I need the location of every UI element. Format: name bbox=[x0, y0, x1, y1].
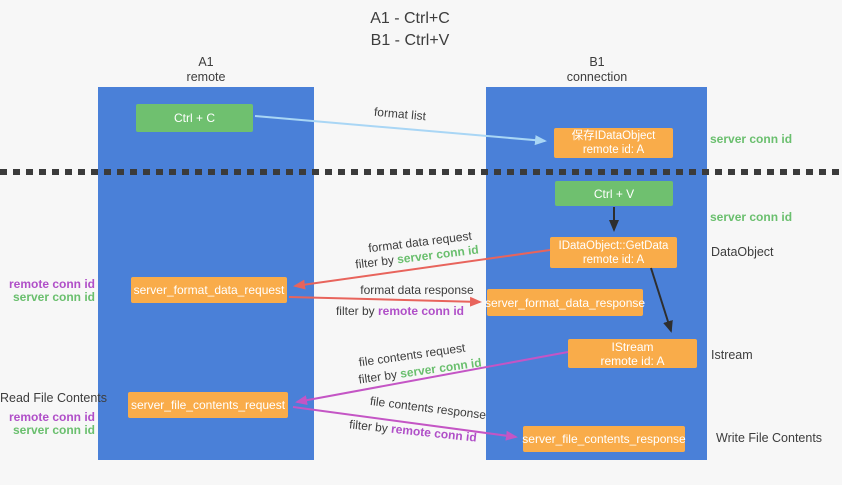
copy-paste-divider-line bbox=[0, 169, 842, 175]
node-server-file-contents-request: server_file_contents_request bbox=[128, 392, 288, 418]
lane-a1-subtitle: remote bbox=[186, 70, 226, 84]
node-save-dataobject: 保存IDataObject remote id: A bbox=[554, 128, 673, 158]
diagram-title-line-2: B1 - Ctrl+V bbox=[370, 32, 450, 49]
right-label-server-conn-id-1: server conn id bbox=[710, 132, 793, 146]
lane-header-b1: B1 connection bbox=[517, 55, 677, 85]
label-filter-by-remote-conn-id-2: filter by remote conn id bbox=[333, 416, 494, 447]
filter-by-text: filter by bbox=[348, 417, 389, 436]
left-conn-id-pair-1: remote conn id server conn id bbox=[0, 278, 95, 304]
filter-by-text: filter by bbox=[357, 367, 398, 387]
label-filter-by-remote-conn-id-1: filter by remote conn id bbox=[320, 304, 480, 318]
node-istream: IStream remote id: A bbox=[568, 339, 697, 368]
node-save-dataobject-line2: remote id: A bbox=[582, 144, 645, 156]
left-label-remote-conn-id-1: remote conn id bbox=[8, 277, 95, 291]
node-ctrl-c-label: Ctrl + C bbox=[173, 111, 215, 125]
node-format-response-label: server_format_data_response bbox=[484, 295, 646, 310]
label-format-data-response: format data response bbox=[360, 283, 474, 297]
diagram-title: A1 - Ctrl+C B1 - Ctrl+V bbox=[250, 8, 570, 52]
node-format-request-label: server_format_data_request bbox=[133, 283, 285, 297]
right-label-istream: Istream bbox=[711, 348, 753, 362]
node-server-file-contents-response: server_file_contents_response bbox=[522, 426, 686, 452]
remote-conn-id-text: remote conn id bbox=[390, 421, 478, 445]
node-ctrl-c: Ctrl + C bbox=[136, 104, 253, 132]
left-label-server-conn-id-2: server conn id bbox=[12, 423, 95, 437]
node-server-format-data-response: server_format_data_response bbox=[484, 289, 646, 316]
lane-a1-name: A1 bbox=[198, 55, 214, 69]
lane-b1-name: B1 bbox=[589, 55, 605, 69]
filter-by-text: filter by bbox=[335, 304, 375, 318]
left-label-remote-conn-id-2: remote conn id bbox=[8, 410, 95, 424]
left-conn-id-pair-2: remote conn id server conn id bbox=[0, 411, 95, 437]
node-ctrl-v-label: Ctrl + V bbox=[593, 186, 635, 201]
right-label-dataobject: DataObject bbox=[711, 245, 774, 259]
node-file-response-label: server_file_contents_response bbox=[522, 432, 686, 446]
remote-conn-id-text: remote conn id bbox=[378, 304, 465, 318]
node-server-format-data-request: server_format_data_request bbox=[131, 277, 287, 303]
node-ctrl-v: Ctrl + V bbox=[555, 181, 673, 206]
left-label-server-conn-id-1: server conn id bbox=[12, 290, 95, 304]
left-label-read-file-contents: Read File Contents bbox=[0, 391, 108, 405]
node-save-dataobject-line1: 保存IDataObject bbox=[571, 130, 656, 142]
diagram-title-line-1: A1 - Ctrl+C bbox=[370, 10, 450, 27]
node-idataobject-getdata: IDataObject::GetData remote id: A bbox=[550, 237, 677, 268]
node-file-request-label: server_file_contents_request bbox=[130, 398, 286, 412]
format-data-response-arrow bbox=[288, 296, 482, 307]
node-getdata-line1: IDataObject::GetData bbox=[558, 239, 669, 252]
lane-header-a1: A1 remote bbox=[126, 55, 286, 85]
lane-b1-subtitle: connection bbox=[566, 70, 628, 84]
node-istream-line1: IStream bbox=[611, 339, 654, 354]
label-format-list: format list bbox=[373, 104, 427, 124]
node-istream-line2: remote id: A bbox=[600, 353, 665, 368]
right-label-write-file-contents: Write File Contents bbox=[716, 431, 823, 445]
node-getdata-line2: remote id: A bbox=[582, 253, 645, 266]
right-label-server-conn-id-2: server conn id bbox=[710, 210, 793, 224]
